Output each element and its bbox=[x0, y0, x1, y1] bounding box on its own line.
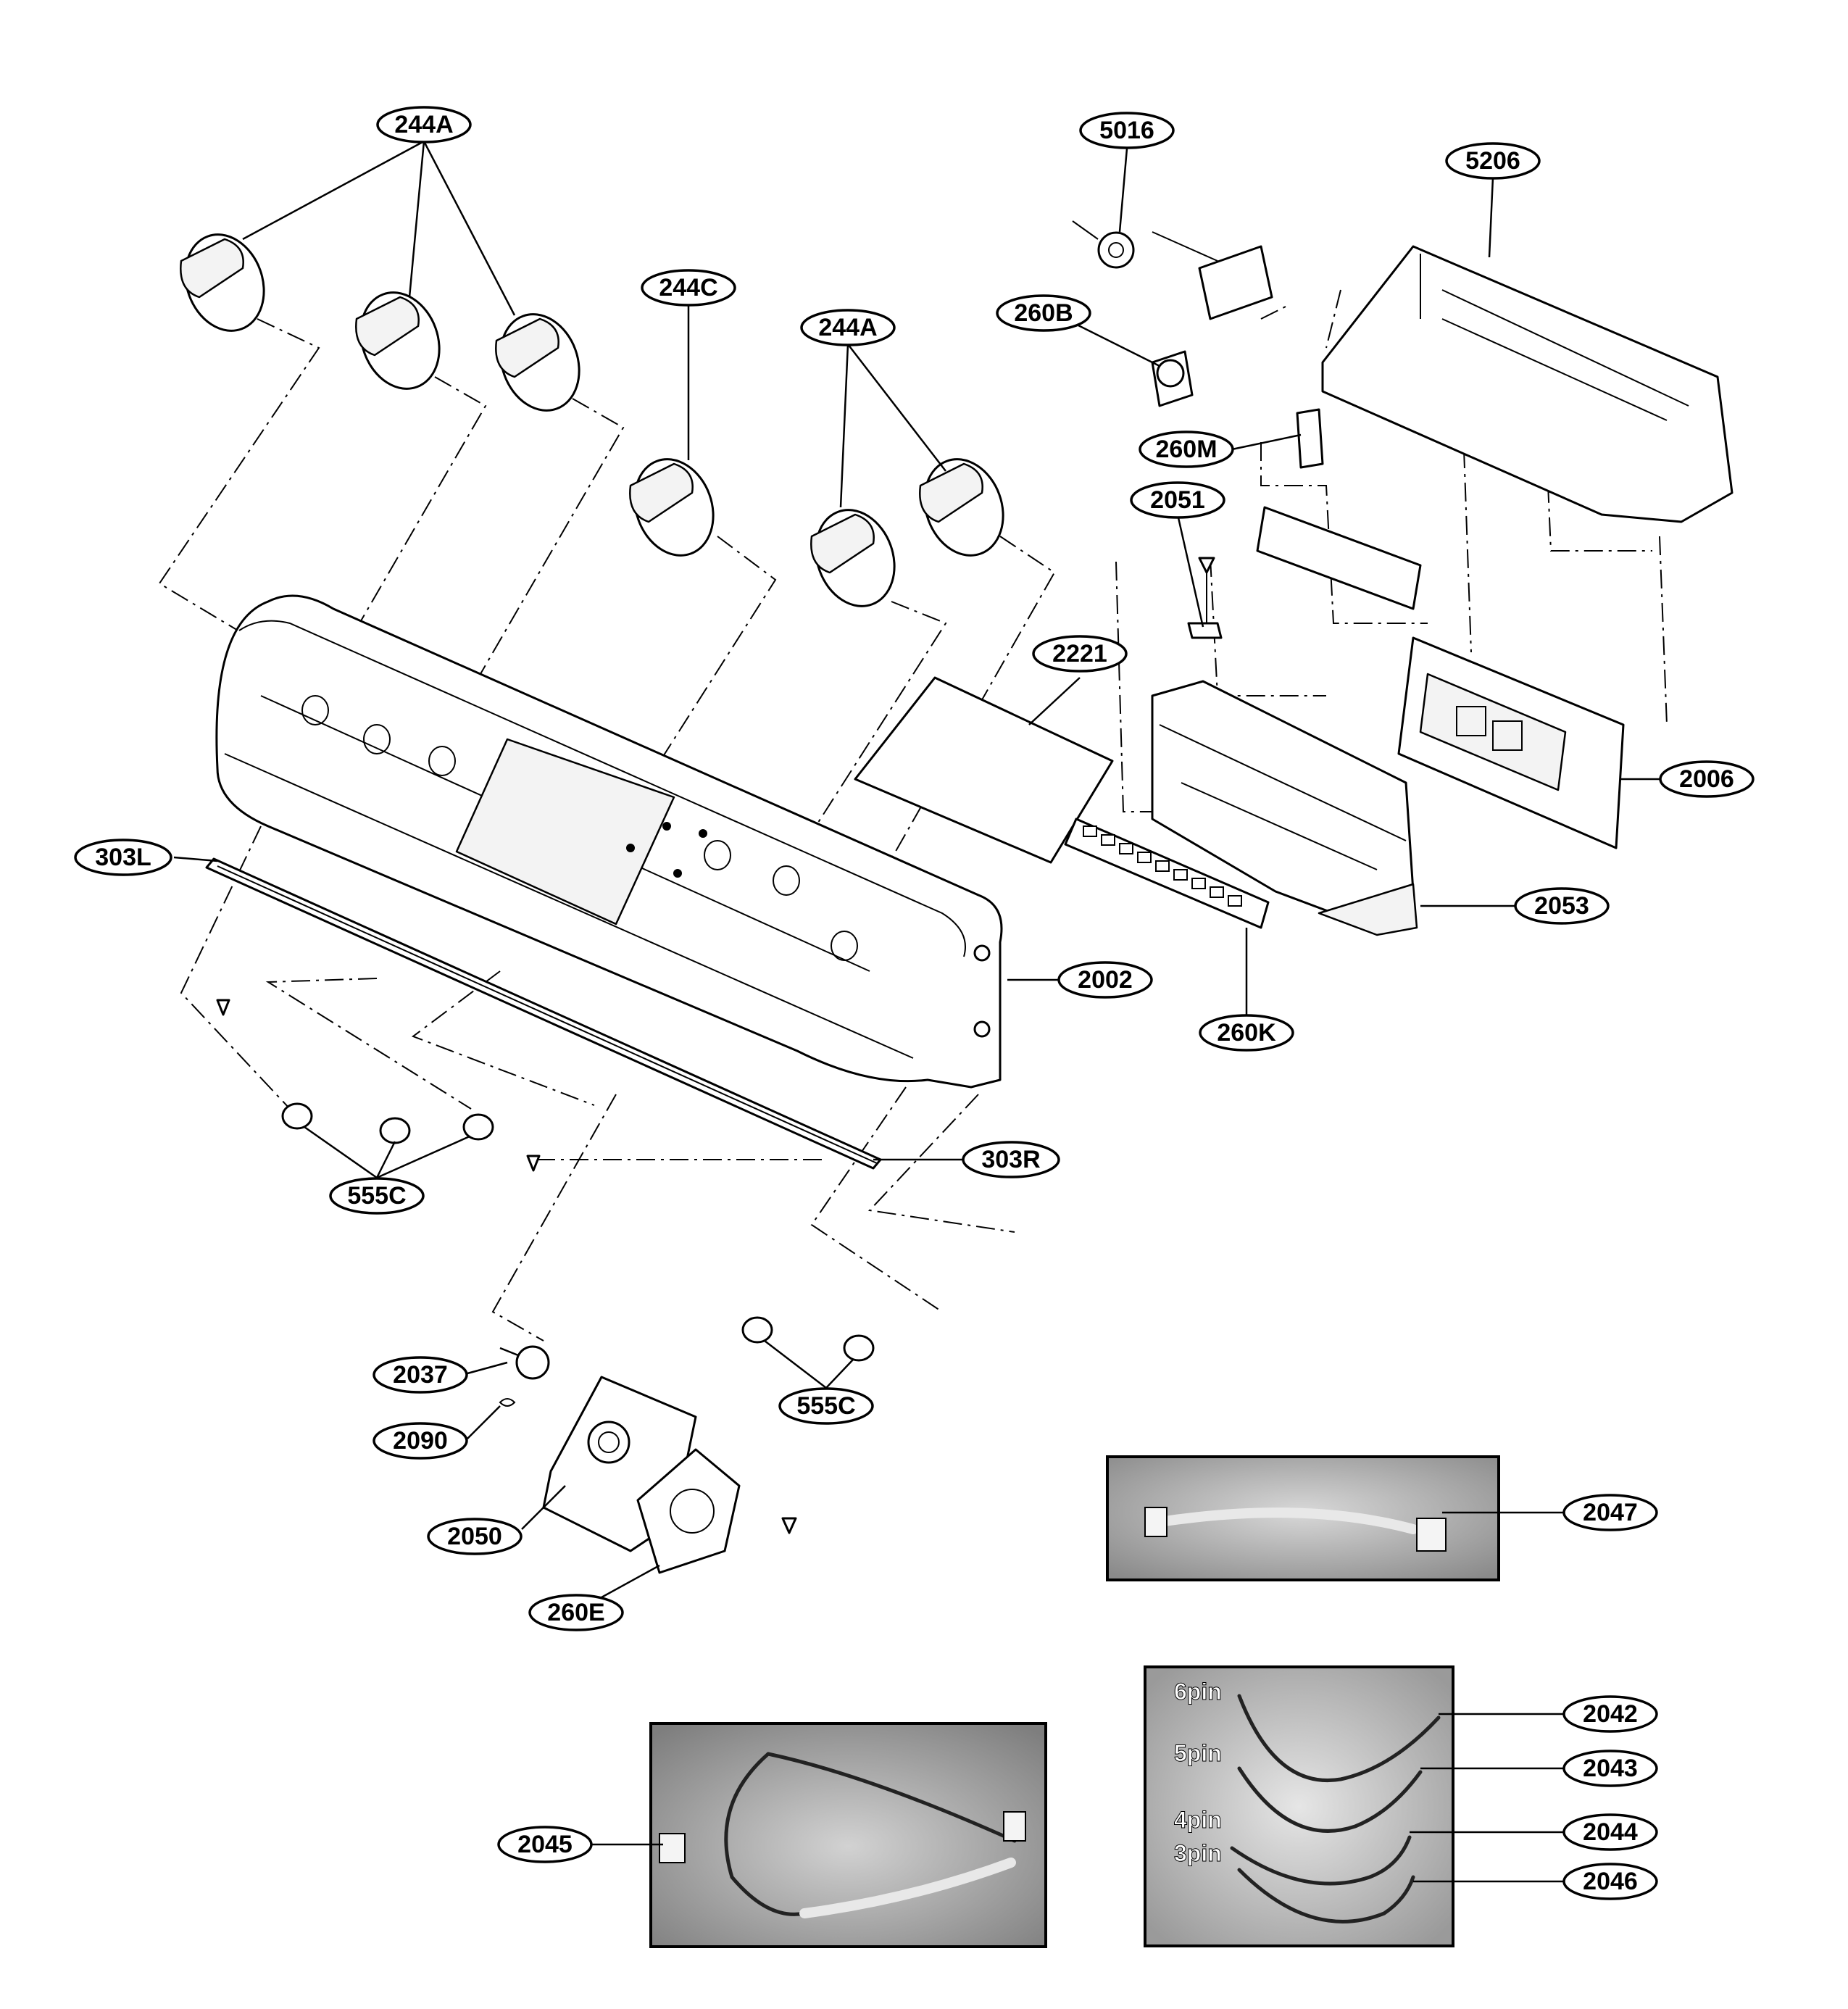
svg-text:2042: 2042 bbox=[1583, 1700, 1638, 1728]
svg-text:5206: 5206 bbox=[1465, 147, 1520, 175]
svg-text:244C: 244C bbox=[659, 274, 717, 301]
knob-1 bbox=[180, 233, 265, 332]
svg-text:2050: 2050 bbox=[447, 1523, 502, 1550]
back-cover-5206 bbox=[1321, 245, 1733, 523]
control-frame-2053 bbox=[1151, 680, 1418, 936]
trim-strips bbox=[205, 857, 882, 1170]
svg-text:2221: 2221 bbox=[1052, 640, 1107, 667]
callout-2047[interactable]: 2047 bbox=[1562, 1494, 1658, 1531]
part-5016 bbox=[1072, 220, 1273, 320]
photo-harness-2045 bbox=[649, 1722, 1047, 1948]
part-2051 bbox=[1187, 557, 1223, 639]
svg-text:2090: 2090 bbox=[393, 1427, 448, 1455]
part-260B bbox=[1151, 350, 1194, 407]
callout-2090[interactable]: 2090 bbox=[372, 1422, 468, 1460]
callout-244A-mid[interactable]: 244A bbox=[800, 309, 896, 346]
svg-text:244A: 244A bbox=[394, 111, 453, 138]
callout-2045[interactable]: 2045 bbox=[497, 1826, 593, 1863]
callout-2037[interactable]: 2037 bbox=[372, 1356, 468, 1394]
callout-2050[interactable]: 2050 bbox=[427, 1518, 523, 1555]
svg-text:2006: 2006 bbox=[1679, 765, 1734, 793]
knob-6 bbox=[919, 458, 1004, 557]
part-2090 bbox=[499, 1398, 516, 1407]
svg-text:2047: 2047 bbox=[1583, 1499, 1638, 1526]
svg-text:244A: 244A bbox=[818, 314, 877, 341]
knob-2 bbox=[355, 291, 441, 390]
display-glass-2221 bbox=[854, 676, 1114, 864]
pin-label-4: 4pin bbox=[1174, 1807, 1222, 1833]
part-2037 bbox=[499, 1345, 550, 1380]
svg-text:2037: 2037 bbox=[393, 1361, 448, 1389]
callout-5016[interactable]: 5016 bbox=[1079, 112, 1175, 149]
callout-2043[interactable]: 2043 bbox=[1562, 1750, 1658, 1787]
callout-303R[interactable]: 303R bbox=[962, 1141, 1060, 1178]
svg-text:260M: 260M bbox=[1155, 436, 1217, 463]
svg-text:555C: 555C bbox=[347, 1182, 406, 1210]
svg-text:2043: 2043 bbox=[1583, 1755, 1638, 1782]
callout-2006[interactable]: 2006 bbox=[1659, 760, 1755, 798]
callout-5206[interactable]: 5206 bbox=[1445, 142, 1541, 180]
callout-260B[interactable]: 260B bbox=[996, 294, 1091, 332]
callout-2053[interactable]: 2053 bbox=[1514, 887, 1610, 925]
part-260E bbox=[636, 1448, 741, 1574]
svg-text:260E: 260E bbox=[547, 1599, 604, 1626]
bracket-shield bbox=[1256, 506, 1422, 610]
callout-260K[interactable]: 260K bbox=[1199, 1014, 1294, 1052]
svg-text:2045: 2045 bbox=[517, 1831, 573, 1858]
svg-text:303R: 303R bbox=[981, 1146, 1040, 1173]
svg-text:5016: 5016 bbox=[1099, 117, 1154, 144]
callout-2002[interactable]: 2002 bbox=[1057, 961, 1153, 999]
photo-harness-2047 bbox=[1106, 1455, 1500, 1581]
main-board-2006 bbox=[1397, 636, 1625, 849]
svg-text:303L: 303L bbox=[95, 844, 151, 871]
leader-lines bbox=[173, 140, 1660, 1883]
hole-plugs bbox=[281, 1102, 875, 1362]
svg-text:2002: 2002 bbox=[1078, 966, 1133, 994]
svg-text:555C: 555C bbox=[796, 1392, 855, 1420]
svg-text:2046: 2046 bbox=[1583, 1868, 1638, 1895]
callout-555C-right[interactable]: 555C bbox=[778, 1387, 874, 1425]
callout-260E[interactable]: 260E bbox=[528, 1594, 624, 1631]
callout-2051[interactable]: 2051 bbox=[1130, 481, 1225, 519]
keypad-260K bbox=[1064, 818, 1270, 929]
callout-2046[interactable]: 2046 bbox=[1562, 1863, 1658, 1900]
pin-label-5: 5pin bbox=[1174, 1740, 1222, 1766]
control-knobs bbox=[180, 233, 1004, 607]
pin-label-3: 3pin bbox=[1174, 1840, 1222, 1866]
callout-2044[interactable]: 2044 bbox=[1562, 1813, 1658, 1851]
knob-3 bbox=[495, 313, 580, 412]
knob-4 bbox=[629, 458, 715, 557]
callout-555C-left[interactable]: 555C bbox=[329, 1177, 425, 1215]
callout-244A-top[interactable]: 244A bbox=[376, 106, 472, 144]
svg-text:2053: 2053 bbox=[1534, 892, 1589, 920]
callout-2221[interactable]: 2221 bbox=[1032, 635, 1128, 673]
callout-244C[interactable]: 244C bbox=[641, 269, 736, 307]
svg-text:2051: 2051 bbox=[1150, 486, 1205, 514]
part-260M bbox=[1296, 408, 1324, 469]
photo-harness-set: 6pin 5pin 4pin 3pin bbox=[1144, 1665, 1454, 1947]
pin-label-6: 6pin bbox=[1174, 1679, 1222, 1705]
svg-text:2044: 2044 bbox=[1583, 1818, 1638, 1846]
callout-260M[interactable]: 260M bbox=[1139, 430, 1234, 468]
svg-text:260K: 260K bbox=[1217, 1019, 1276, 1047]
callout-303L[interactable]: 303L bbox=[74, 839, 172, 876]
svg-text:260B: 260B bbox=[1014, 299, 1073, 327]
knob-5 bbox=[810, 509, 896, 607]
callout-2042[interactable]: 2042 bbox=[1562, 1695, 1658, 1733]
control-panel-2002 bbox=[215, 594, 1003, 1089]
